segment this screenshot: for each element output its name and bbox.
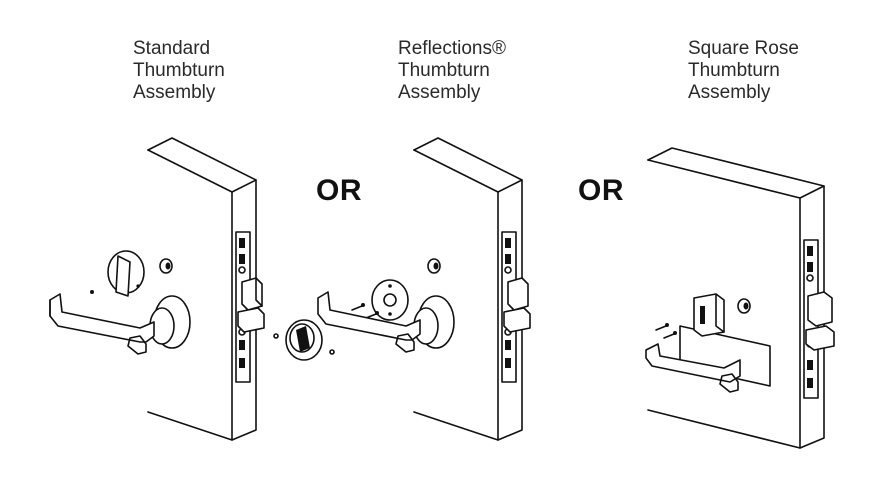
caption-line: Thumbturn bbox=[688, 60, 780, 81]
door-standard bbox=[49, 137, 265, 441]
caption-line: Thumbturn bbox=[398, 60, 490, 81]
door-reflections bbox=[317, 137, 531, 441]
reflections-thumbturn-piece bbox=[273, 319, 335, 361]
or-separator-2: OR bbox=[578, 174, 624, 207]
caption-standard-thumbturn: Standard Thumbturn Assembly bbox=[133, 38, 225, 104]
door-square-rose bbox=[645, 147, 835, 449]
caption-reflections-thumbturn: Reflections® Thumbturn Assembly bbox=[398, 38, 506, 104]
caption-line: Reflections® bbox=[398, 38, 506, 59]
caption-line: Assembly bbox=[688, 82, 771, 103]
caption-line: Assembly bbox=[398, 82, 481, 103]
caption-line: Square Rose bbox=[688, 38, 799, 59]
caption-line: Thumbturn bbox=[133, 60, 225, 81]
caption-line: Standard bbox=[133, 38, 211, 59]
caption-square-rose-thumbturn: Square Rose Thumbturn Assembly bbox=[688, 38, 799, 104]
caption-line: Assembly bbox=[133, 82, 216, 103]
or-separator-1: OR bbox=[316, 174, 362, 207]
